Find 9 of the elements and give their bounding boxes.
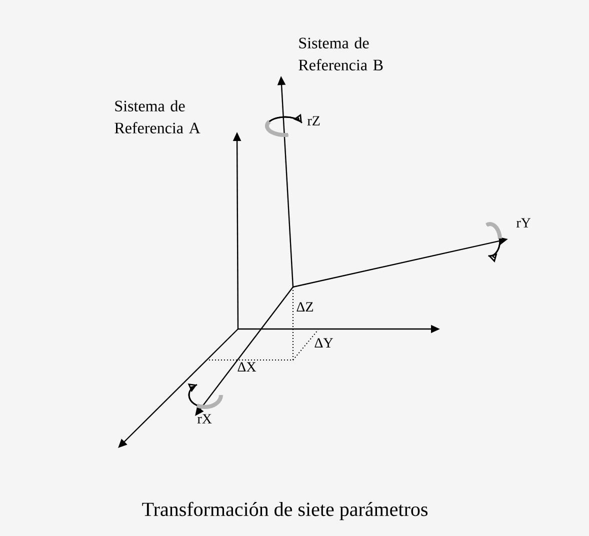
axis-label: rY bbox=[516, 218, 531, 228]
axis-label: ΔZ bbox=[296, 302, 313, 312]
axis-label: ΔX bbox=[238, 362, 256, 372]
axis-label: rX bbox=[197, 414, 212, 424]
axis-label: rZ bbox=[307, 116, 320, 126]
axis-label: Sistema de Referencia A bbox=[114, 100, 200, 134]
caption: Transformación de siete parámetros bbox=[142, 502, 428, 520]
axis-label: Sistema de Referencia B bbox=[298, 37, 383, 70]
axis-label: ΔY bbox=[314, 338, 333, 348]
